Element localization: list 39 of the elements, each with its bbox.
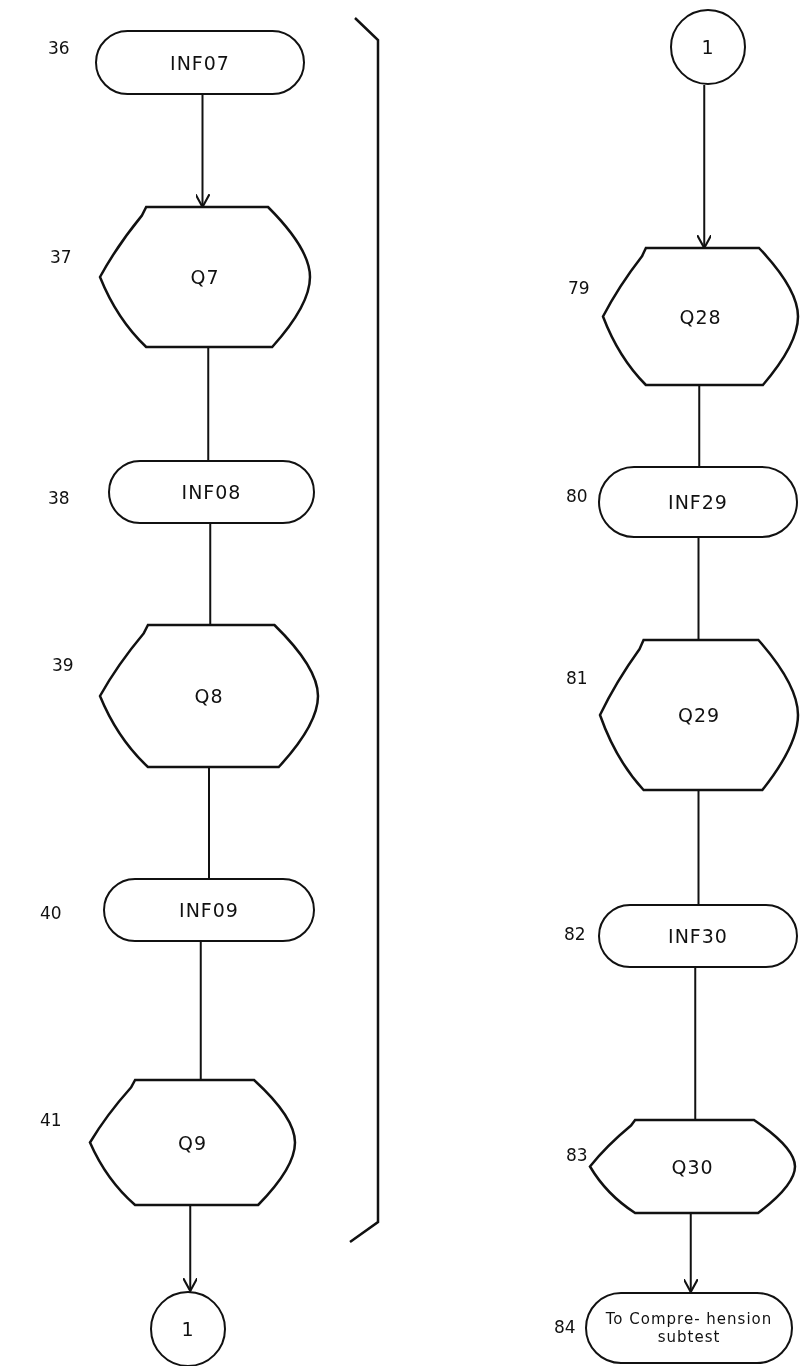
connector-line xyxy=(694,967,697,1121)
node-label: Q7 xyxy=(189,266,221,288)
display-shape xyxy=(100,625,318,767)
display-shape xyxy=(100,207,310,347)
step-number: 82 xyxy=(564,924,586,944)
step-number: 83 xyxy=(566,1145,588,1165)
step-number: 80 xyxy=(566,486,588,506)
connector-line xyxy=(209,523,212,626)
terminal-box xyxy=(103,878,315,942)
node-label: Q29 xyxy=(676,704,722,726)
node-label: INF29 xyxy=(667,491,729,513)
display-shape xyxy=(603,248,798,385)
node-label: Q28 xyxy=(678,305,723,328)
step-number: 40 xyxy=(40,903,62,923)
node-label: To Compre- hension subtest xyxy=(604,1310,774,1346)
step-number: 39 xyxy=(52,655,74,675)
terminal-box xyxy=(598,904,798,968)
step-number: 81 xyxy=(566,668,588,688)
step-number: 36 xyxy=(48,38,70,58)
display-shape xyxy=(590,1120,795,1213)
node-label: INF09 xyxy=(178,899,240,921)
node-label: 1 xyxy=(180,1318,196,1340)
step-number: 79 xyxy=(568,278,590,298)
display-shape xyxy=(90,1080,295,1205)
node-label: INF08 xyxy=(180,481,243,503)
connector-line xyxy=(697,537,700,641)
step-number: 38 xyxy=(48,488,70,508)
step-number: 41 xyxy=(40,1110,62,1130)
node-label: Q8 xyxy=(193,685,225,707)
node-label: INF30 xyxy=(667,925,729,947)
step-number: 37 xyxy=(50,247,72,267)
terminal-box xyxy=(108,460,315,524)
node-label: Q30 xyxy=(670,1155,715,1178)
display-shape xyxy=(600,640,798,790)
connector-line xyxy=(199,941,202,1081)
node-label: Q9 xyxy=(176,1131,208,1154)
step-number: 84 xyxy=(554,1317,576,1337)
node-label: INF07 xyxy=(169,51,231,74)
node-label: 1 xyxy=(700,36,716,58)
